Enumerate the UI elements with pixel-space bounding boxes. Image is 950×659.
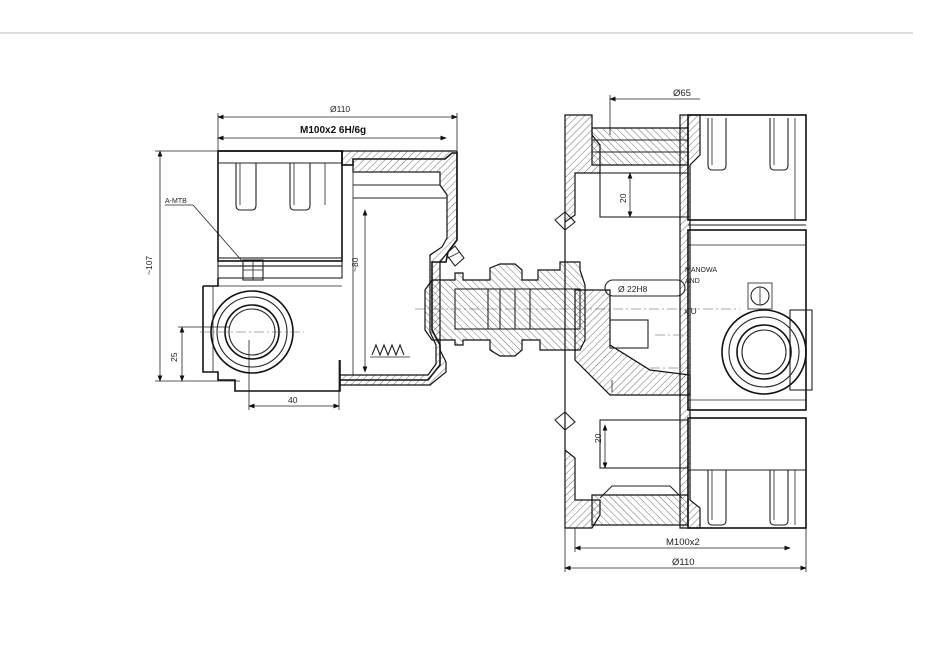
left-view: Ø110 M100x2 6H/6g ~107 25 40 A-MTB ~80: [144, 104, 464, 410]
left-dim-offset-horizontal: 40: [288, 395, 298, 405]
left-dim-offset-vertical: 25: [169, 352, 179, 362]
left-dim-inner-height: ~80: [350, 257, 360, 272]
nameplate-line-3: x U: [684, 306, 697, 316]
right-dim-upper-depth: 20: [618, 193, 628, 203]
left-dim-height: ~107: [144, 256, 154, 275]
right-view: Ø65 20 20 Ø 22H8: [555, 88, 812, 572]
left-dim-diameter: Ø110: [330, 104, 350, 114]
right-dim-top-diameter: Ø65: [673, 88, 691, 99]
right-dim-bottom-diameter: Ø110: [672, 557, 695, 568]
right-dim-thread: M100x2: [666, 537, 700, 548]
nameplate-line-1: MANOWA: [685, 267, 717, 274]
right-dim-lower-depth: 20: [593, 433, 603, 443]
section-marker: A-MTB: [165, 198, 187, 205]
right-dim-bore: Ø 22H8: [618, 284, 648, 294]
nameplate-line-2: AND: [685, 278, 700, 285]
left-dim-thread: M100x2 6H/6g: [300, 125, 366, 136]
